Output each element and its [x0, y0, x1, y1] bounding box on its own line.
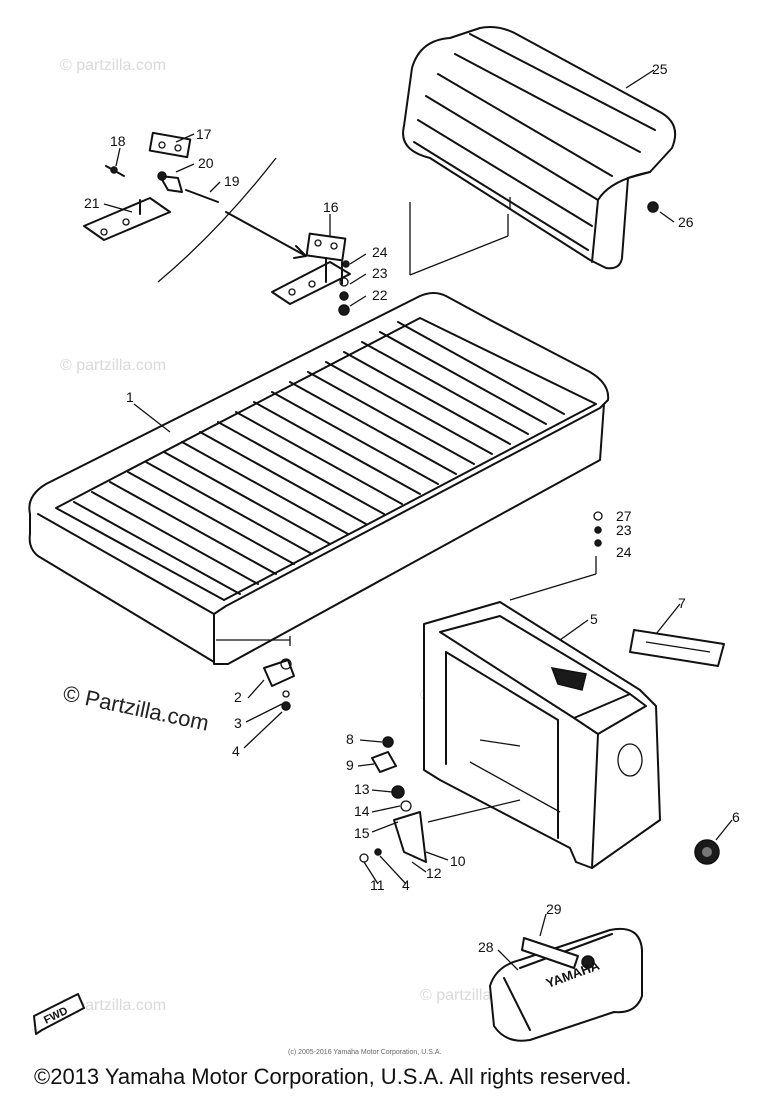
grommet-6 [694, 839, 720, 865]
label-19: 19 [224, 173, 240, 189]
label-4-lower: 4 [402, 877, 410, 893]
label-7: 7 [678, 595, 686, 611]
label-26: 26 [678, 214, 694, 230]
label-17: 17 [196, 126, 212, 142]
label-22: 22 [372, 287, 388, 303]
label-4-upper: 4 [232, 743, 240, 759]
label-29: 29 [546, 901, 562, 917]
label-12: 12 [426, 865, 442, 881]
box-fasteners [509, 511, 603, 601]
callout-curve [157, 157, 277, 283]
storage-box [423, 601, 661, 869]
watermark-main: © Partzilla.com [61, 680, 211, 735]
label-16: 16 [323, 199, 339, 215]
copyright-notice: ©2013 Yamaha Motor Corporation, U.S.A. A… [34, 1064, 631, 1089]
label-3: 3 [234, 715, 242, 731]
connector-line [409, 202, 509, 276]
label-5: 5 [590, 611, 598, 627]
label-24-lower: 24 [616, 544, 632, 560]
label-24-upper: 24 [372, 244, 388, 260]
label-18: 18 [110, 133, 126, 149]
label-13: 13 [354, 781, 370, 797]
backrest-cushion [402, 26, 676, 270]
copyright-small: (c) 2005-2016 Yamaha Motor Corporation, … [288, 1049, 441, 1056]
box-latch-hardware [359, 736, 521, 863]
label-8: 8 [346, 731, 354, 747]
label-23-upper: 23 [372, 265, 388, 281]
assembly-arrow [225, 211, 307, 259]
label-28: 28 [478, 939, 494, 955]
label-25: 25 [652, 61, 668, 77]
label-11: 11 [370, 877, 385, 893]
seat-cushion [28, 292, 610, 665]
forward-arrow: FWD [33, 993, 85, 1035]
label-20: 20 [198, 155, 214, 171]
hinge-bracket-16 [271, 232, 351, 316]
seat-latch-hardware [263, 658, 295, 711]
tool-bag: YAMAHA [489, 928, 643, 1042]
watermark: © partzilla.com [60, 357, 166, 374]
watermark: © partzilla.com [60, 57, 166, 74]
label-21: 21 [84, 195, 100, 211]
label-9: 9 [346, 757, 354, 773]
nut-26 [647, 201, 675, 223]
label-23-lower: 23 [616, 522, 632, 538]
label-1: 1 [126, 389, 134, 405]
reflector-7 [629, 629, 725, 667]
hinge-assembly-upper [83, 131, 219, 241]
label-14: 14 [354, 803, 370, 819]
watermark: © partzilla.com [60, 997, 166, 1014]
label-6: 6 [732, 809, 740, 825]
part-labels: 18 17 20 19 21 16 24 23 22 1 25 26 27 23… [84, 61, 740, 955]
leader-lines [103, 69, 733, 971]
label-10: 10 [450, 853, 466, 869]
label-15: 15 [354, 825, 370, 841]
label-2: 2 [234, 689, 242, 705]
label-27: 27 [616, 508, 632, 524]
